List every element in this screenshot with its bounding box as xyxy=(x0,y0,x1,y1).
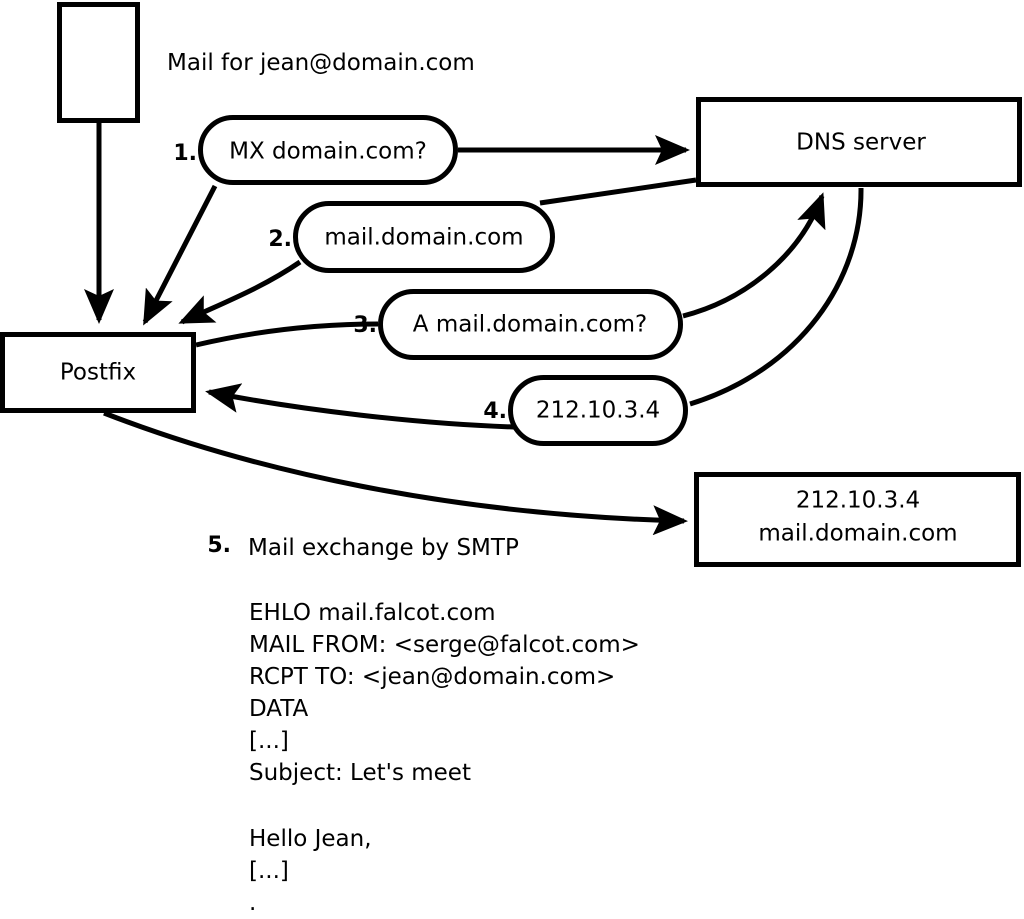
edge-dns-to-step2 xyxy=(539,177,697,206)
step-number-4: 4. xyxy=(483,399,507,424)
step-5-label: Mail exchange by SMTP xyxy=(248,535,519,561)
node-mail-server[interactable] xyxy=(694,472,1021,567)
transcript-line: DATA xyxy=(249,696,309,722)
mail-for-note: Mail for jean@domain.com xyxy=(167,50,475,76)
edge-step2-to-postfix xyxy=(178,259,302,325)
step-pill-1[interactable] xyxy=(198,115,458,185)
node-mail-server-ip: 212.10.3.4 xyxy=(796,488,920,514)
edge-step3-to-dns xyxy=(682,192,826,319)
node-client[interactable] xyxy=(57,2,140,123)
transcript-line: MAIL FROM: <serge@falcot.com> xyxy=(249,632,640,658)
step-number-2: 2. xyxy=(268,227,292,252)
node-mail-server-hostname: mail.domain.com xyxy=(758,521,957,547)
node-dns-server[interactable] xyxy=(696,97,1022,187)
step-number-5: 5. xyxy=(207,533,231,558)
node-postfix-label: Postfix xyxy=(60,360,136,386)
node-dns-server-label: DNS server xyxy=(796,130,926,156)
step-number-1: 1. xyxy=(173,141,197,166)
step-pill-3-label: A mail.domain.com? xyxy=(413,312,647,338)
step-pill-2-label: mail.domain.com xyxy=(324,225,523,251)
transcript-line: [...] xyxy=(249,728,289,754)
edge-postfix-to-step1 xyxy=(142,184,218,326)
step-pill-4-label: 212.10.3.4 xyxy=(536,398,660,424)
step-pill-3[interactable] xyxy=(378,289,683,360)
step-number-3: 3. xyxy=(353,313,377,338)
step-pill-1-label: MX domain.com? xyxy=(229,139,427,165)
edge-dns-to-step4 xyxy=(689,187,864,407)
transcript-line: . xyxy=(249,890,256,916)
edge-step4-to-postfix xyxy=(205,383,515,430)
transcript-line: Subject: Let's meet xyxy=(249,760,471,786)
edge-postfix-to-step3 xyxy=(195,321,379,348)
transcript-line: RCPT TO: <jean@domain.com> xyxy=(249,664,615,690)
edge-postfix-to-mailserver xyxy=(103,410,688,536)
node-postfix[interactable] xyxy=(0,332,196,413)
step-pill-2[interactable] xyxy=(293,201,555,273)
step-pill-4[interactable] xyxy=(508,375,688,446)
transcript-line: Hello Jean, xyxy=(249,826,372,852)
transcript-line: EHLO mail.falcot.com xyxy=(249,600,496,626)
transcript-line: [...] xyxy=(249,858,289,884)
